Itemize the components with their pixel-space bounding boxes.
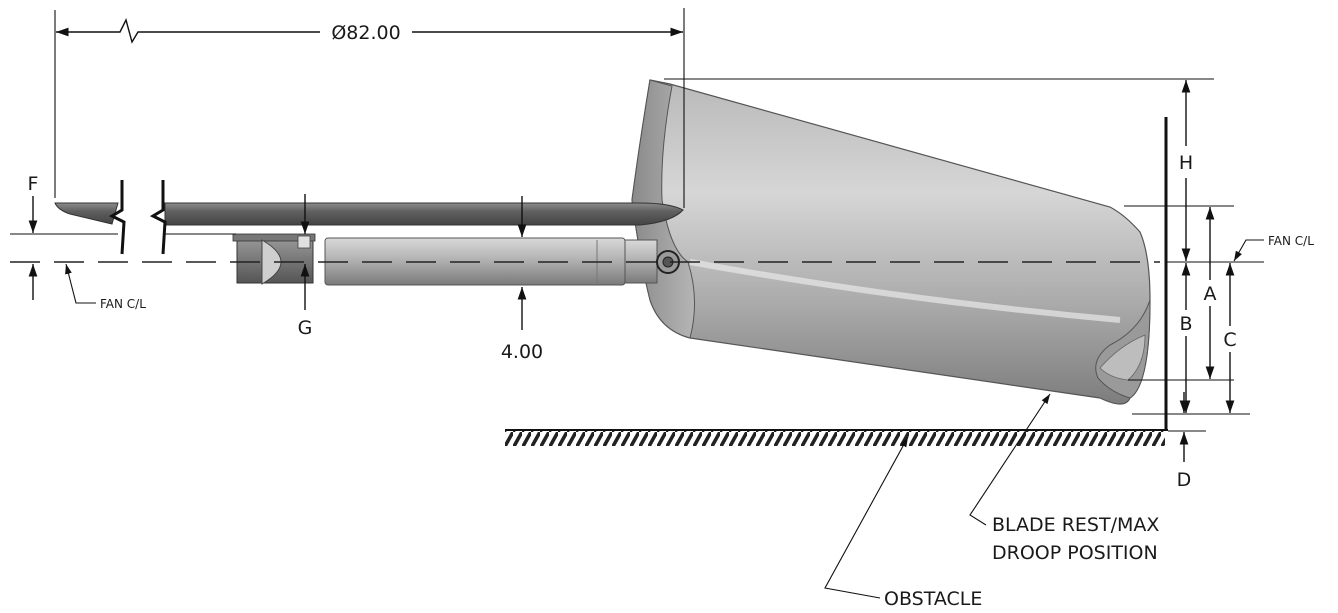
blade [631,79,1151,405]
callouts: BLADE REST/MAX DROOP POSITION OBSTACLE [824,393,1159,610]
fan-cl-left-label: FAN C/L [100,297,146,311]
label-f: F [28,173,39,195]
blade-arm [54,180,684,255]
hub-top [232,233,316,242]
diameter-dimension: Ø82.00 [54,8,685,208]
hub-clamp [232,233,316,285]
diameter-label: Ø82.00 [331,22,400,44]
label-d: D [1177,469,1192,491]
label-c: C [1223,329,1236,351]
fan-cl-right-label: FAN C/L [1268,234,1314,248]
obstacle-hatch [505,430,1165,446]
hub-bolt [297,235,311,249]
arm-left-stub [54,202,119,225]
label-g: G [298,317,313,339]
blade-callout-line1: BLADE REST/MAX [992,514,1159,536]
blade-highlight [689,259,1121,323]
blade-tip-inner [1099,334,1146,381]
label-b: B [1179,313,1192,335]
thickness-label: 4.00 [501,341,543,363]
right-dimensions: H B A C D FAN C/L [664,78,1314,491]
arm-plate [164,202,684,226]
break-mark-right [149,180,167,255]
hub-dome [261,239,282,285]
dimension-f: F FAN C/L [10,173,236,311]
obstacle-callout: OBSTACLE [884,588,982,610]
label-h: H [1179,152,1193,174]
obstacle [505,117,1168,446]
label-a: A [1204,283,1217,305]
blade-callout-line2: DROOP POSITION [992,542,1158,564]
dimension-g: G [298,194,313,339]
thickness-dimension: 4.00 [501,196,543,363]
break-mark-left [108,180,126,255]
blade-body [631,79,1151,405]
